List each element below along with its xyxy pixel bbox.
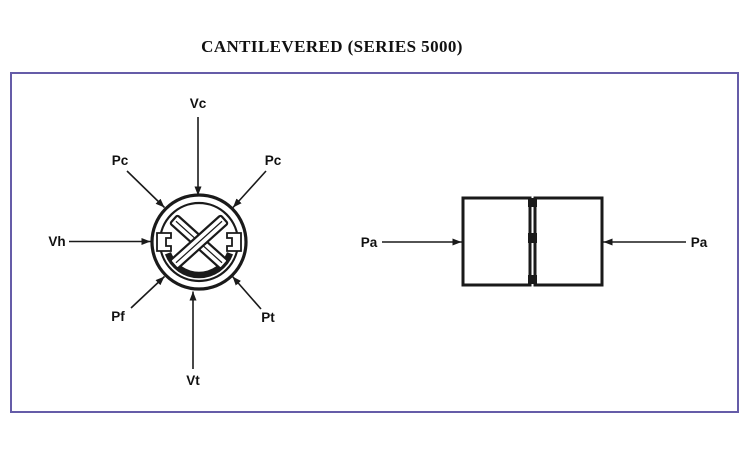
- seal-cross-bar-2: [169, 214, 229, 270]
- label-pf-lower-left: Pf: [111, 309, 125, 324]
- seal-left-notch: [156, 232, 172, 252]
- axial-diagram: Pa Pa: [361, 196, 708, 287]
- label-pt-lower-right: Pt: [261, 310, 275, 325]
- contact-bridge-middle: [528, 233, 537, 243]
- label-pa-right: Pa: [691, 235, 708, 250]
- contact-bridge-bottom: [528, 275, 537, 284]
- label-pc-upper-left: Pc: [112, 153, 129, 168]
- arrow-pf-lower-left: [130, 275, 166, 309]
- label-pc-upper-right: Pc: [265, 153, 282, 168]
- label-vt: Vt: [186, 373, 200, 388]
- label-vc: Vc: [190, 96, 207, 111]
- axial-right-block: [533, 196, 604, 287]
- arrow-pc-upper-right: [232, 170, 267, 209]
- seal-force-arrows: Vc Pc Pc Vh Pf Pt Vt: [48, 96, 281, 388]
- contact-bridge-top: [528, 198, 537, 207]
- seal-right-notch: [226, 232, 242, 252]
- page-title: CANTILEVERED (SERIES 5000): [201, 37, 463, 56]
- axial-left-block: [461, 196, 532, 287]
- label-pa-left: Pa: [361, 235, 378, 250]
- seal-cross-section: [150, 193, 248, 291]
- label-vh: Vh: [48, 234, 65, 249]
- arrow-pc-upper-left: [126, 170, 166, 209]
- arrow-pt-lower-right: [231, 275, 262, 310]
- diagram-canvas: Vc Pc Pc Vh Pf Pt Vt Pa Pa: [48, 96, 708, 388]
